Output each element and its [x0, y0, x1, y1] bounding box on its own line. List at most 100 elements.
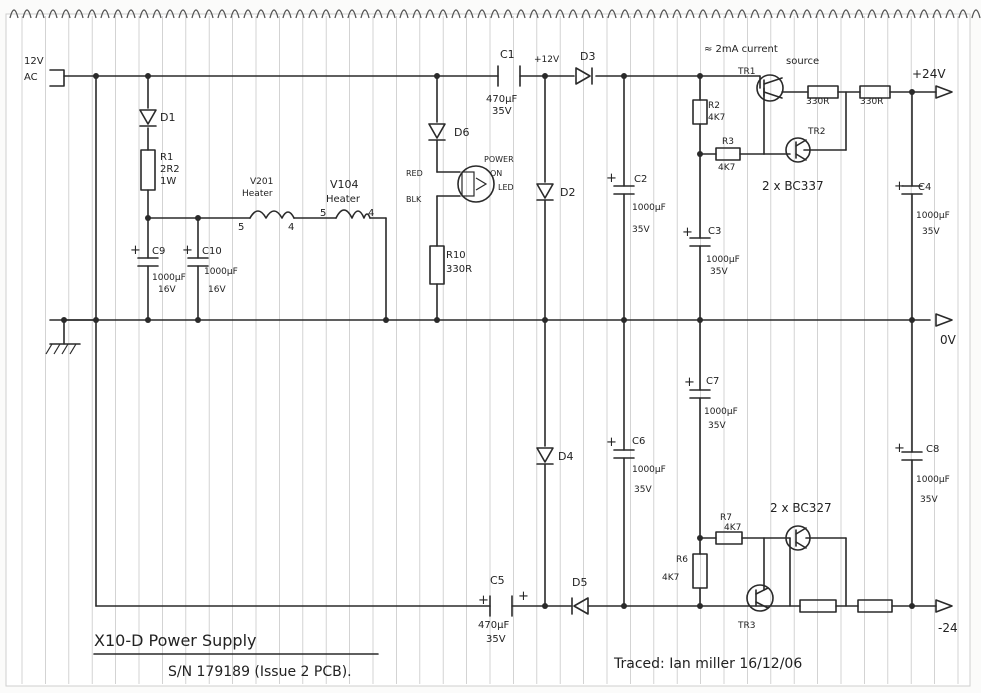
spiral-coil	[620, 9, 630, 19]
diode-d6-symbol	[428, 123, 446, 141]
svg-text:+: +	[478, 593, 489, 608]
current-source-label-1: ≈ 2mA current	[704, 44, 778, 55]
led-label-on: ON	[490, 169, 502, 178]
c3-ref: C3	[708, 226, 721, 237]
c7-value: 1000µF	[704, 407, 738, 417]
spiral-coil	[763, 9, 773, 19]
spiral-coil	[334, 9, 344, 19]
spiral-coil	[555, 9, 565, 19]
spiral-coil	[412, 9, 422, 19]
diode-d4-symbol	[536, 447, 554, 465]
tr1-label: TR1	[737, 67, 755, 77]
c8-voltage: 35V	[920, 495, 938, 505]
c6-value: 1000µF	[632, 465, 666, 475]
r2-ref: R2	[708, 101, 720, 111]
spiral-coil	[516, 9, 526, 19]
spiral-coil	[711, 9, 721, 19]
tr3-label: TR3	[737, 621, 755, 631]
spiral-coil	[347, 9, 357, 19]
spiral-coil	[243, 9, 253, 19]
spiral-coil	[295, 9, 305, 19]
output-plus24v-label: +24V	[912, 67, 946, 81]
spiral-coil	[100, 9, 110, 19]
resistor-r6-symbol	[692, 553, 708, 589]
spiral-coil	[282, 9, 292, 19]
d4-label: D4	[558, 450, 573, 463]
diode-d5-symbol	[571, 597, 589, 615]
c1-value: 470µF	[486, 94, 517, 105]
resistor-r7-symbol	[715, 531, 743, 545]
resistor-tr3-a-symbol	[799, 599, 837, 613]
d6-label: D6	[454, 126, 469, 139]
c9-ref: C9	[152, 246, 165, 257]
spiral-coil	[737, 9, 747, 19]
r1-ref: R1	[160, 152, 173, 163]
polarity-marks: ++ ++ ++ ++ ++	[130, 171, 905, 608]
c10-value: 1000µF	[204, 267, 238, 277]
svg-text:+: +	[606, 171, 617, 186]
v201-pin4: 4	[288, 222, 294, 233]
spiral-coil	[529, 9, 539, 19]
spiral-coil	[139, 9, 149, 19]
c6-ref: C6	[632, 436, 645, 447]
spiral-coil	[399, 9, 409, 19]
c10-ref: C10	[202, 246, 222, 257]
spiral-coil	[269, 9, 279, 19]
c3-value: 1000µF	[706, 255, 740, 265]
spiral-coil	[178, 9, 188, 19]
spiral-coil	[581, 9, 591, 19]
v201-pin5: 5	[238, 222, 244, 233]
spiral-coil	[958, 9, 968, 19]
spiral-coil	[724, 9, 734, 19]
c2-value: 1000µF	[632, 203, 666, 213]
diode-d2-symbol	[536, 183, 554, 201]
c5-value: 470µF	[478, 620, 509, 631]
spiral-coil	[191, 9, 201, 19]
resistor-330r-a-symbol	[807, 85, 839, 99]
svg-text:+: +	[682, 225, 693, 240]
c7-ref: C7	[706, 376, 719, 387]
c3-voltage: 35V	[710, 267, 728, 277]
resistor-r10-symbol	[429, 245, 445, 285]
spiral-coil	[9, 9, 19, 19]
output-minus24-label: -24	[938, 621, 958, 635]
transistor-tr3-symbol	[746, 584, 774, 612]
svg-text:+: +	[518, 589, 529, 604]
spiral-coil	[360, 9, 370, 19]
c2-ref: C2	[634, 174, 647, 185]
spiral-coil	[204, 9, 214, 19]
current-source-label-2: source	[786, 56, 819, 67]
spiral-coil	[48, 9, 58, 19]
c6-voltage: 35V	[634, 485, 652, 495]
v104-name: Heater	[326, 194, 361, 205]
junction-dots	[61, 73, 915, 609]
spiral-coil	[789, 9, 799, 19]
spiral-coil	[867, 9, 877, 19]
resistor-tr3-b-symbol	[857, 599, 893, 613]
spiral-coil	[61, 9, 71, 19]
ac-input-label-2: AC	[24, 72, 38, 83]
r10-ref: R10	[446, 250, 466, 261]
r7-value: 4K7	[724, 523, 741, 533]
spiral-coil	[438, 9, 448, 19]
r2-value: 4K7	[708, 113, 725, 123]
transistor-tr1-symbol	[756, 74, 784, 102]
diode-d1-symbol	[139, 109, 157, 127]
v104-ref: V104	[330, 178, 359, 191]
c5-ref: C5	[490, 574, 505, 587]
spiral-coil	[35, 9, 45, 19]
spiral-coil	[451, 9, 461, 19]
spiral-coil	[854, 9, 864, 19]
c8-value: 1000µF	[916, 475, 950, 485]
spiral-coil	[698, 9, 708, 19]
v104-pin4: 4	[368, 208, 374, 219]
r1-rating: 1W	[160, 176, 176, 187]
ac-input-label-1: 12V	[24, 56, 44, 67]
transistor-upper-bc327-symbol	[785, 525, 811, 551]
svg-text:+: +	[684, 375, 695, 390]
v201-name: Heater	[242, 189, 273, 199]
d5-label: D5	[572, 576, 587, 589]
spiral-coil	[841, 9, 851, 19]
d3-label: D3	[580, 50, 595, 63]
